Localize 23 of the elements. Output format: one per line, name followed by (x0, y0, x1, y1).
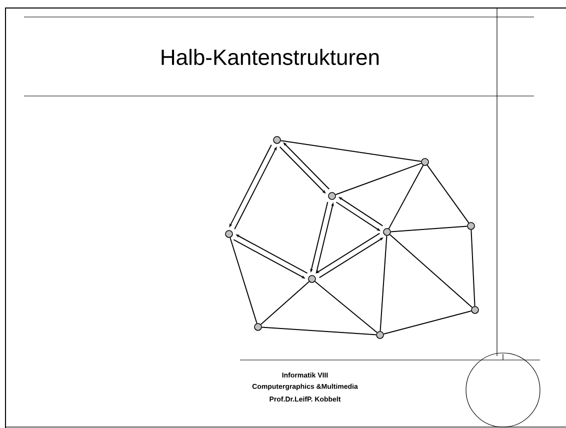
slide-title: Halb-Kantenstrukturen (162, 48, 379, 66)
mesh-edge (280, 140, 422, 162)
mesh-edge (380, 235, 388, 332)
mesh-edge (426, 164, 470, 224)
mesh-edge (383, 310, 472, 334)
mesh-edge (390, 226, 468, 232)
vertex-circle (328, 192, 336, 200)
mesh-edge (389, 234, 473, 308)
mesh-edge (314, 280, 378, 333)
mesh-edge (261, 326, 377, 336)
vertex-circle (225, 230, 233, 238)
mesh-edge (230, 237, 258, 324)
vertex-circle (421, 158, 429, 166)
vertex-circle (308, 275, 316, 283)
vertex-circle (467, 222, 475, 230)
mesh-edge (335, 162, 422, 196)
vertex-circle (471, 306, 479, 314)
vertex-circle (376, 331, 384, 339)
vertex-circle (273, 136, 281, 144)
vertex-circle (383, 228, 391, 236)
mesh-edge (260, 281, 310, 325)
mesh-edge (388, 164, 424, 230)
mesh-edge (470, 229, 476, 307)
